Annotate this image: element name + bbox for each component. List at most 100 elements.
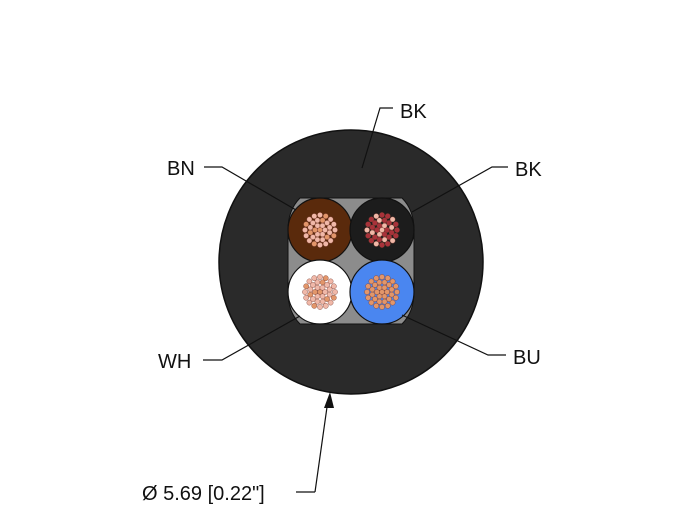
wire-strand: [303, 232, 309, 239]
wire-strand: [388, 286, 395, 293]
wire-strand: [319, 279, 326, 286]
wire-strand: [389, 237, 396, 244]
wire-strand: [314, 236, 321, 243]
wire-strand: [379, 242, 385, 248]
wire-strand: [322, 227, 328, 233]
wire-strand: [317, 304, 323, 310]
wire-strand: [306, 299, 313, 306]
wire-strand: [373, 241, 380, 247]
label-core-top-left: BN: [167, 158, 195, 180]
wire-strand: [372, 282, 378, 288]
wire-strand: [331, 283, 337, 290]
wire-strand: [306, 237, 313, 244]
wire-strand: [332, 289, 338, 295]
wire-strand: [381, 293, 388, 300]
wire-strand: [327, 299, 334, 306]
label-diameter: Ø 5.69 [0.22"]: [142, 483, 265, 505]
wire-strand: [393, 232, 399, 239]
wire-strand: [381, 284, 388, 291]
wire-strand: [331, 221, 337, 228]
wire-strand: [376, 298, 383, 305]
wire-strand: [388, 224, 395, 231]
wire-strand: [368, 237, 375, 244]
wire-strand: [379, 274, 385, 280]
wire-strand: [368, 278, 375, 285]
wire-strand: [376, 236, 383, 243]
wire-strand: [324, 282, 330, 288]
label-core-bottom-right: BU: [513, 347, 541, 369]
wire-strand: [376, 222, 383, 229]
wire-strand: [314, 222, 321, 229]
wire-strand: [369, 286, 376, 293]
wire-strand: [365, 283, 371, 290]
wire-strand: [379, 212, 385, 218]
wire-strand: [384, 213, 391, 219]
core-brown: [287, 197, 353, 263]
wire-strand: [322, 275, 329, 281]
wire-strand: [319, 231, 326, 238]
core-black-strands: [364, 212, 400, 248]
wire-strand: [310, 296, 316, 302]
wire-strand: [365, 232, 371, 239]
wire-strand: [319, 284, 326, 291]
wire-strand: [374, 227, 380, 233]
wire-strand: [331, 294, 337, 301]
wire-strand: [331, 232, 337, 239]
wire-strand: [372, 296, 378, 302]
wire-strand: [311, 241, 318, 247]
wire-strand: [324, 296, 330, 302]
wire-strand: [319, 293, 326, 300]
wire-strand: [307, 224, 314, 231]
wire-strand: [332, 227, 338, 233]
core-blue: [349, 259, 415, 325]
wire-strand: [327, 278, 334, 285]
wire-strand: [306, 216, 313, 223]
wire-strand: [307, 286, 314, 293]
wire-strand: [306, 278, 313, 285]
wire-strand: [322, 213, 329, 219]
core-white-strands: [302, 274, 338, 310]
core-brown-strands: [302, 212, 338, 248]
wire-strand: [327, 216, 334, 223]
wire-strand: [384, 303, 391, 309]
wire-strand: [312, 227, 318, 233]
label-jacket: BK: [400, 101, 427, 123]
core-black: [349, 197, 415, 263]
wire-strand: [319, 222, 326, 229]
wire-strand: [317, 242, 323, 248]
label-core-top-right: BK: [515, 159, 542, 181]
wire-strand: [389, 216, 396, 223]
leader-core-bottom-right: [401, 314, 506, 356]
wire-strand: [374, 289, 380, 295]
wire-strand: [317, 274, 323, 280]
wire-strand: [311, 275, 318, 281]
wire-strand: [310, 282, 316, 288]
wire-strand: [386, 234, 392, 240]
wire-strand: [302, 289, 308, 295]
wire-strand: [393, 283, 399, 290]
wire-strand: [372, 234, 378, 240]
leader-jacket: [361, 107, 393, 169]
wire-strand: [314, 298, 321, 305]
wire-strand: [389, 299, 396, 306]
wire-strand: [327, 237, 334, 244]
core-white: [287, 259, 353, 325]
wire-strand: [303, 221, 309, 228]
wire-strand: [384, 289, 390, 295]
wire-strand: [365, 221, 371, 228]
leader-diameter: [314, 399, 329, 493]
label-core-bottom-left: WH: [158, 351, 191, 373]
wire-strand: [310, 220, 316, 226]
wire-strand: [381, 222, 388, 229]
wire-strand: [386, 282, 392, 288]
wire-strand: [384, 227, 390, 233]
wire-strand: [312, 289, 318, 295]
wire-strand: [302, 227, 308, 233]
wire-strand: [364, 289, 370, 295]
wire-strand: [322, 289, 328, 295]
wire-strand: [322, 303, 329, 309]
wire-strand: [368, 216, 375, 223]
wire-strand: [386, 220, 392, 226]
wire-strand: [389, 278, 396, 285]
